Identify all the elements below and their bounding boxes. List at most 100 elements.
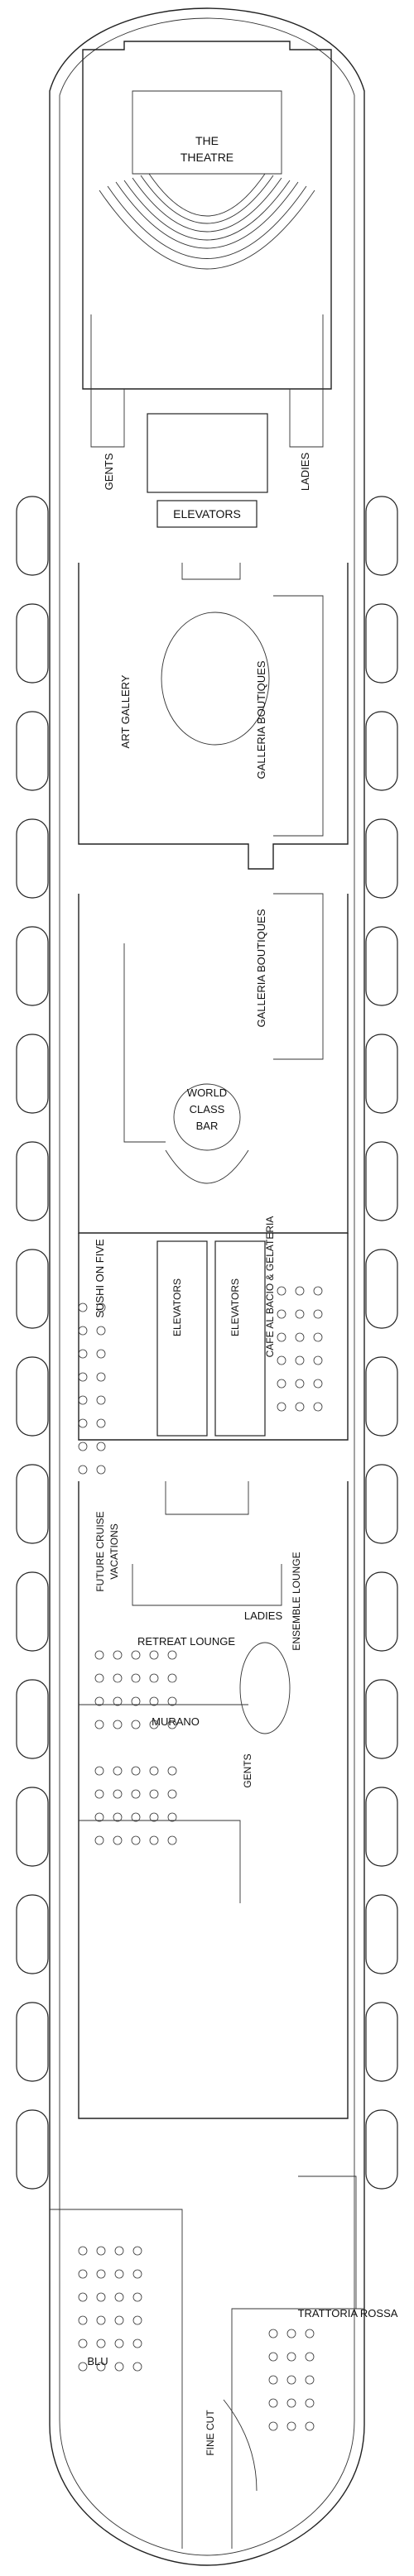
table-mark: [96, 2315, 106, 2325]
hull-inner-line: [59, 17, 355, 2556]
table-mark: [114, 2339, 124, 2348]
elevators-mid-2-label: ELEVATORS: [229, 1278, 241, 1336]
table-mark: [132, 2269, 142, 2279]
table-mark: [78, 1326, 88, 1336]
mid-section: [78, 1149, 349, 1441]
world-class-bar-line3: BAR: [196, 1120, 219, 1132]
table-mark: [113, 1673, 123, 1683]
table-mark: [277, 1402, 286, 1412]
table-mark: [78, 2246, 88, 2256]
retreat-lounge-label: RETREAT LOUNGE: [137, 1635, 235, 1648]
table-mark: [132, 2362, 142, 2372]
table-mark: [131, 1696, 141, 1706]
table-mark: [78, 2292, 88, 2302]
table-mark: [295, 1355, 305, 1365]
table-mark: [113, 1720, 123, 1729]
ladies-mid-label: LADIES: [244, 1609, 283, 1622]
table-mark: [268, 2329, 278, 2339]
table-mark: [114, 2292, 124, 2302]
table-mark: [96, 2246, 106, 2256]
art-gallery-label: ART GALLERY: [119, 674, 132, 748]
table-mark: [131, 1650, 141, 1660]
table-mark: [295, 1379, 305, 1389]
table-mark: [305, 2398, 315, 2408]
table-mark: [96, 2362, 106, 2372]
table-mark: [96, 1326, 106, 1336]
table-mark: [114, 2269, 124, 2279]
table-mark: [286, 2398, 296, 2408]
gents-mid-label: GENTS: [242, 1753, 253, 1787]
table-mark: [78, 2362, 88, 2372]
theatre-area: [82, 41, 332, 528]
table-mark: [268, 2421, 278, 2431]
table-mark: [277, 1355, 286, 1365]
table-mark: [277, 1286, 286, 1296]
table-mark: [167, 1789, 177, 1799]
table-mark: [96, 1418, 106, 1428]
table-mark: [277, 1332, 286, 1342]
table-mark: [313, 1379, 323, 1389]
theatre-label-line1: THE: [195, 134, 219, 147]
table-mark: [286, 2352, 296, 2362]
table-mark: [78, 2339, 88, 2348]
table-mark: [313, 1355, 323, 1365]
world-class-bar-line2: CLASS: [190, 1103, 225, 1115]
table-mark: [131, 1766, 141, 1776]
table-mark: [96, 1372, 106, 1382]
table-mark: [149, 1812, 159, 1822]
table-mark: [113, 1835, 123, 1845]
table-mark: [149, 1766, 159, 1776]
table-mark: [132, 2339, 142, 2348]
table-mark: [167, 1720, 177, 1729]
table-mark: [149, 1720, 159, 1729]
table-mark: [96, 2292, 106, 2302]
table-mark: [305, 2329, 315, 2339]
table-mark: [114, 2315, 124, 2325]
table-mark: [131, 1673, 141, 1683]
table-mark: [277, 1309, 286, 1319]
table-mark: [286, 2421, 296, 2431]
table-mark: [167, 1696, 177, 1706]
fine-cut-label: FINE CUT: [205, 2410, 216, 2456]
table-mark: [94, 1766, 104, 1776]
table-mark: [167, 1650, 177, 1660]
table-mark: [295, 1286, 305, 1296]
table-mark: [167, 1673, 177, 1683]
table-mark: [113, 1766, 123, 1776]
table-mark: [113, 1812, 123, 1822]
cafe-label: CAFE AL BACIO & GELATERIA: [264, 1216, 276, 1358]
table-mark: [149, 1835, 159, 1845]
table-mark: [313, 1332, 323, 1342]
table-mark: [305, 2375, 315, 2385]
table-mark: [96, 1302, 106, 1312]
furniture-marks: [78, 1286, 323, 2431]
table-mark: [268, 2375, 278, 2385]
table-mark: [94, 1835, 104, 1845]
table-mark: [132, 2292, 142, 2302]
lifeboats-port: [16, 496, 49, 2190]
table-mark: [131, 1812, 141, 1822]
theatre-label-line2: THEATRE: [181, 151, 233, 164]
table-mark: [94, 1789, 104, 1799]
table-mark: [114, 2362, 124, 2372]
table-mark: [295, 1309, 305, 1319]
table-mark: [132, 2246, 142, 2256]
galleria-boutiques-2-label: GALLERIA BOUTIQUES: [255, 909, 267, 1027]
future-cruise-line2: VACATIONS: [108, 1523, 120, 1580]
table-mark: [149, 1696, 159, 1706]
ensemble-label: ENSEMBLE LOUNGE: [291, 1552, 302, 1650]
table-mark: [96, 2269, 106, 2279]
table-mark: [167, 1812, 177, 1822]
table-mark: [113, 1789, 123, 1799]
gents-top-label: GENTS: [103, 453, 115, 490]
aft-lounges: [78, 1481, 349, 2119]
table-mark: [277, 1379, 286, 1389]
table-mark: [167, 1835, 177, 1845]
table-mark: [305, 2421, 315, 2431]
table-mark: [78, 2315, 88, 2325]
lifeboats-starboard: [365, 496, 398, 2190]
table-mark: [94, 1720, 104, 1729]
hull-outline: [49, 7, 365, 2566]
table-mark: [131, 1835, 141, 1845]
table-mark: [149, 1650, 159, 1660]
